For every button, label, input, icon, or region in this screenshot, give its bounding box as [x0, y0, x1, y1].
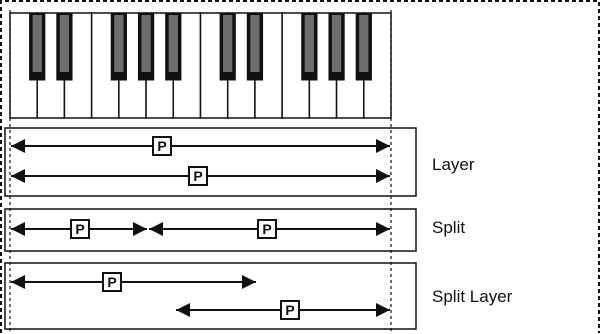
split-zone-1-program-box: P — [70, 219, 90, 239]
black-key-highlight — [114, 15, 124, 72]
black-key-highlight — [250, 15, 260, 72]
split-mode-label: Split — [432, 218, 466, 237]
layer-zone-2-program-box: P — [188, 166, 208, 186]
split-layer-zone-1-program-box: P — [102, 272, 122, 292]
split-zone-2-program-box: P — [257, 219, 277, 239]
split-panel — [4, 208, 417, 252]
black-key-highlight — [168, 15, 178, 72]
black-key-highlight — [59, 15, 70, 72]
black-key-highlight — [331, 15, 342, 72]
split-layer-mode-label: Split Layer — [432, 287, 513, 306]
split-layer-zone-2-program-box: P — [280, 300, 300, 320]
black-key-highlight — [359, 15, 369, 72]
layer-mode-label: Layer — [432, 155, 475, 174]
black-key-highlight — [223, 15, 233, 72]
black-key-highlight — [141, 15, 151, 72]
split-layer-panel — [4, 262, 417, 330]
black-key-highlight — [304, 15, 314, 72]
piano-keyboard — [9, 12, 392, 119]
layer-zone-1-program-box: P — [152, 136, 172, 156]
layer-panel — [4, 127, 417, 197]
black-key-highlight — [32, 15, 42, 72]
